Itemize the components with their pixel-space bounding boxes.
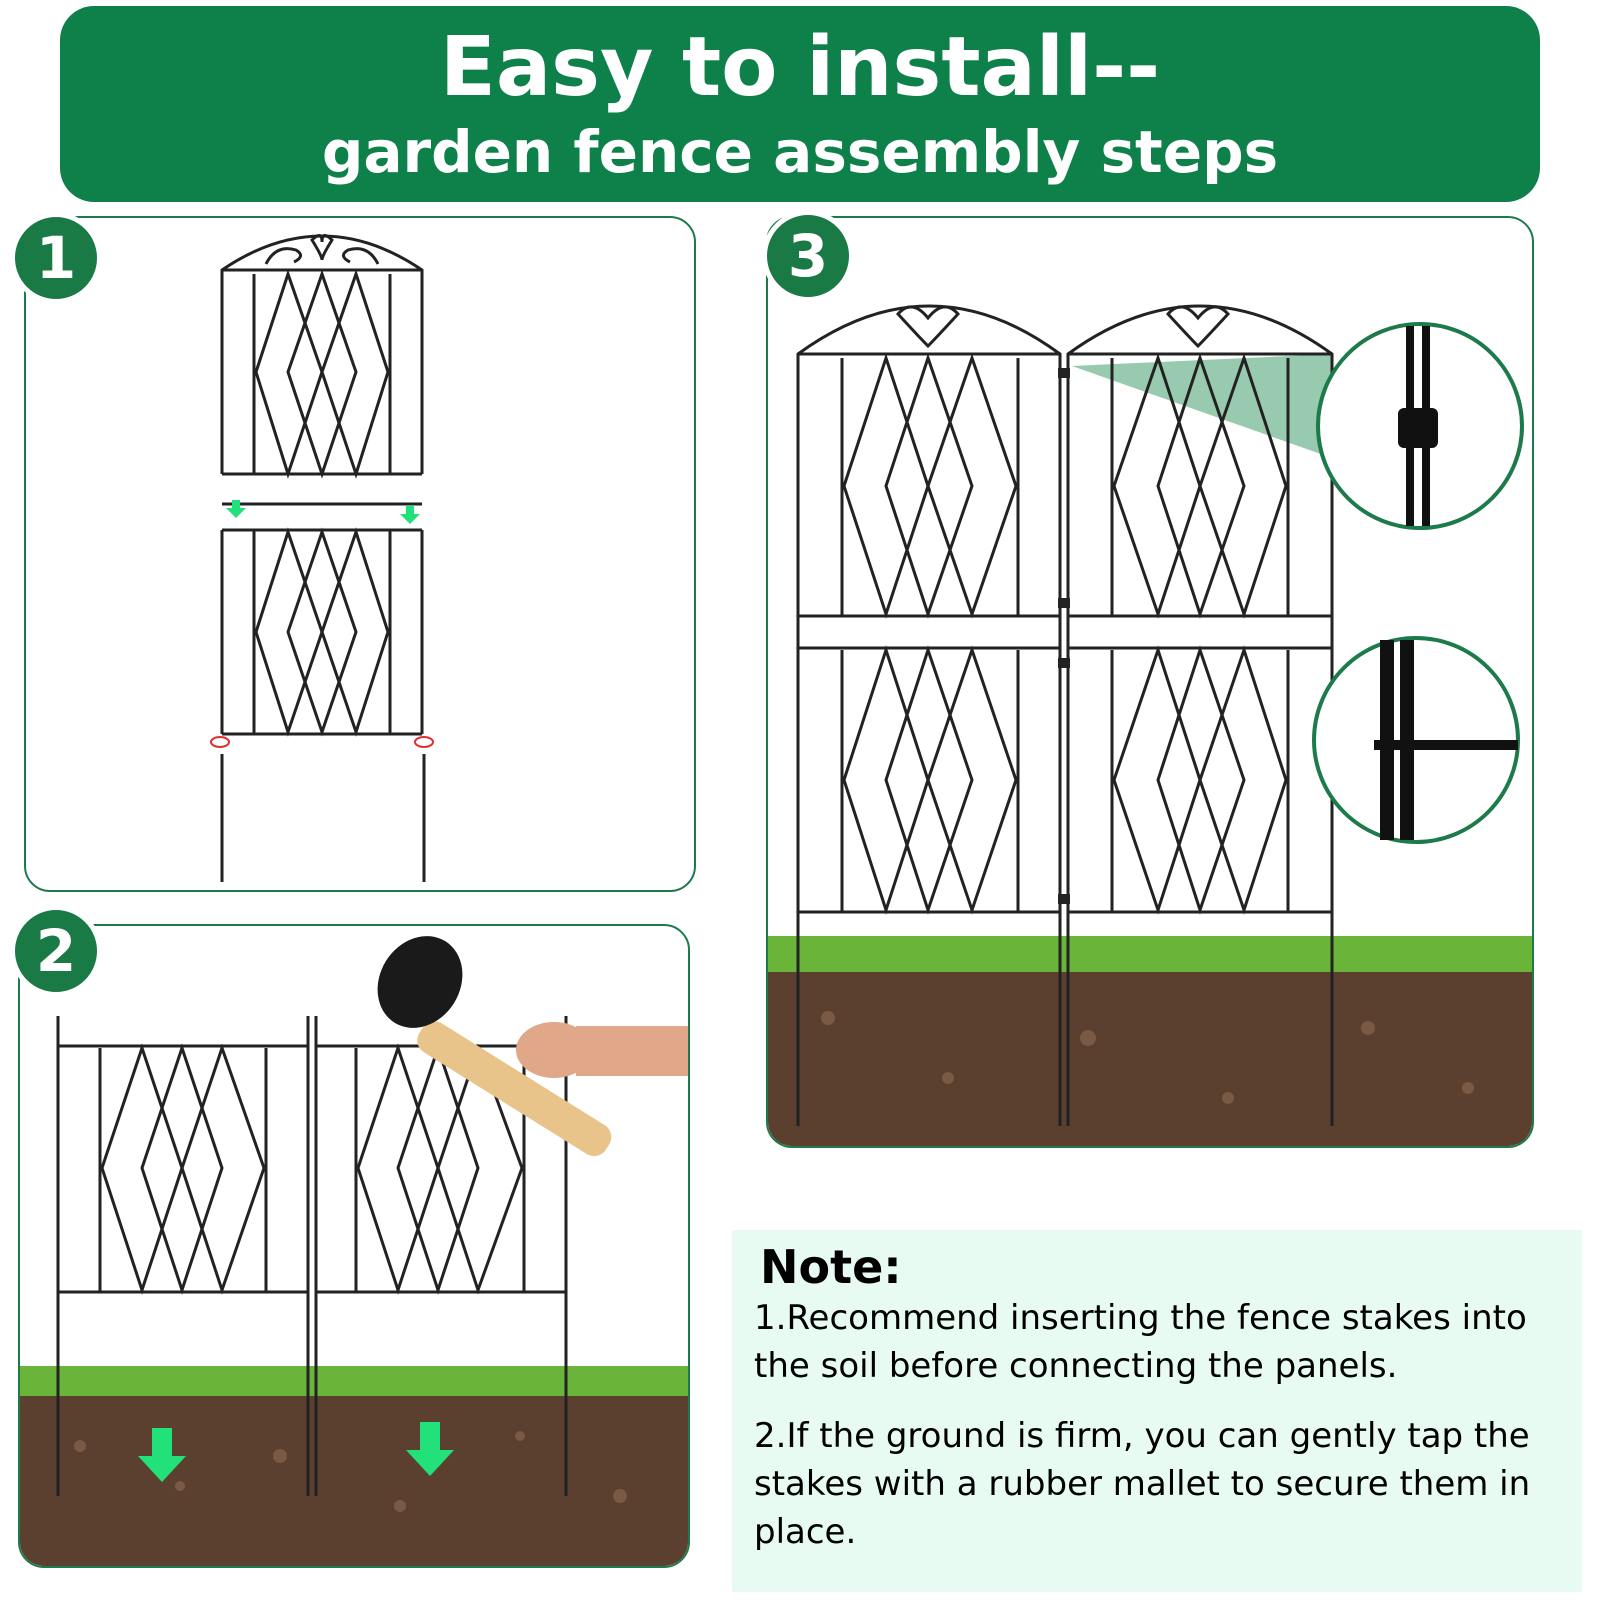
step-1-panel xyxy=(24,216,696,892)
fence-panel-illustration xyxy=(210,234,434,882)
step-2-badge: 2 xyxy=(10,905,102,997)
title-line-1: Easy to install-- xyxy=(439,20,1161,115)
step-1-badge: 1 xyxy=(10,212,102,304)
down-arrow-icon xyxy=(226,500,420,524)
note-item-1: 1.Recommend inserting the fence stakes i… xyxy=(754,1298,1527,1386)
stake-insertion-illustration xyxy=(20,936,688,1566)
connected-fence-illustration xyxy=(768,304,1532,1146)
cable-tie-icon xyxy=(1312,636,1520,844)
step-3-badge: 3 xyxy=(762,210,854,302)
down-arrow-icon xyxy=(138,1422,454,1482)
note-item-2: 2.If the ground is firm, you can gently … xyxy=(754,1416,1531,1552)
step-3-panel xyxy=(766,216,1534,1148)
fence-clip-icon xyxy=(1316,322,1524,530)
note-box: Note: 1.Recommend inserting the fence st… xyxy=(732,1230,1582,1592)
step-2-panel xyxy=(18,924,690,1568)
rubber-mallet-icon xyxy=(377,936,688,1157)
note-title: Note: xyxy=(760,1240,902,1294)
title-line-2: garden fence assembly steps xyxy=(321,118,1279,186)
title-banner: Easy to install-- garden fence assembly … xyxy=(60,6,1540,202)
